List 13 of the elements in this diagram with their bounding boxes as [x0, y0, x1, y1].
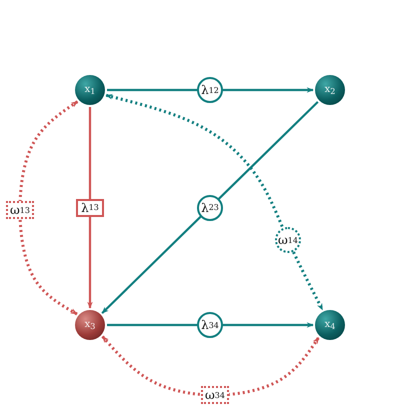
dotted-arrow: [101, 336, 320, 396]
node-label: x$_{4}$: [324, 319, 336, 331]
node-label: x$_{2}$: [324, 84, 336, 96]
node-label: x$_{3}$: [84, 319, 96, 331]
node-label: x$_{1}$: [84, 84, 96, 96]
arrow: [107, 322, 314, 328]
sphere-node: [315, 310, 345, 340]
arrow: [87, 107, 93, 309]
arrow: [107, 87, 314, 93]
sphere-node: [315, 75, 345, 105]
sphere-node: [75, 310, 105, 340]
dotted-arrow: [18, 100, 78, 316]
sphere-node: [75, 75, 105, 105]
